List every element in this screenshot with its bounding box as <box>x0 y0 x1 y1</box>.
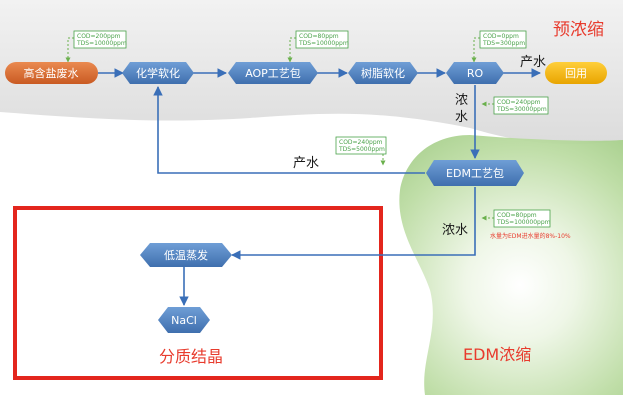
svg-text:COD=80ppm: COD=80ppm <box>497 212 537 219</box>
svg-text:TDS=10000ppm: TDS=10000ppm <box>76 40 127 47</box>
node-reuse[interactable]: 回用 <box>545 62 607 84</box>
svg-text:COD=80ppm: COD=80ppm <box>299 33 339 40</box>
node-edm-package[interactable]: EDM工艺包 <box>426 160 524 186</box>
region-title-edm-concentration: EDM浓缩 <box>463 345 531 364</box>
node-resin-softening[interactable]: 树脂软化 <box>348 62 418 84</box>
note-leaders <box>65 37 494 221</box>
note-aop-quality: COD=80ppm TDS=10000ppm <box>295 30 349 49</box>
svg-text:TDS=5000ppm: TDS=5000ppm <box>338 146 385 153</box>
note-ro-concentrate-quality: COD=240ppm TDS=30000ppm <box>493 96 549 115</box>
main-flow-edges <box>98 68 541 306</box>
node-aop-package[interactable]: AOP工艺包 <box>228 62 318 84</box>
node-low-temp-evaporation[interactable]: 低温蒸发 <box>140 243 232 267</box>
region-title-pre-concentration: 预浓缩 <box>553 20 604 40</box>
label-ro-concentrate-2: 水 <box>455 110 468 125</box>
fractional-crystallization-frame <box>13 206 383 380</box>
svg-text:TDS=10000ppm: TDS=10000ppm <box>298 40 349 47</box>
svg-text:TDS=300ppm: TDS=300ppm <box>482 40 525 47</box>
node-nacl[interactable]: NaCl <box>158 307 210 333</box>
node-resin-softening-label: 树脂软化 <box>361 66 405 80</box>
svg-text:COD=200ppm: COD=200ppm <box>77 33 121 40</box>
note-edm-product-quality: COD=240ppm TDS=5000ppm <box>335 136 387 155</box>
node-ro[interactable]: RO <box>446 62 504 84</box>
note-edm-concentrate-quality: COD=80ppm TDS=100000ppm <box>493 209 551 228</box>
node-edm-package-label: EDM工艺包 <box>446 167 504 180</box>
note-edm-ratio: 水量为EDM进水量的8%-10% <box>490 232 571 240</box>
edge-edm-recycle-to-chem <box>153 86 425 174</box>
node-chemical-softening-label: 化学软化 <box>136 66 180 80</box>
node-reuse-label: 回用 <box>565 67 587 80</box>
label-edm-concentrate: 浓水 <box>442 223 468 238</box>
node-aop-package-label: AOP工艺包 <box>245 67 301 80</box>
svg-text:TDS=30000ppm: TDS=30000ppm <box>496 106 547 113</box>
node-feed[interactable]: 高含盐废水 <box>5 62 98 84</box>
region-title-fractional-crystallization: 分质结晶 <box>159 347 223 366</box>
node-chemical-softening[interactable]: 化学软化 <box>122 62 194 84</box>
node-feed-label: 高含盐废水 <box>24 66 79 80</box>
node-ro-label: RO <box>467 67 484 80</box>
svg-text:COD=240ppm: COD=240ppm <box>339 139 383 146</box>
svg-text:COD=240ppm: COD=240ppm <box>497 99 541 106</box>
node-nacl-label: NaCl <box>171 314 197 327</box>
note-ro-product-quality: COD=0ppm TDS=300ppm <box>479 30 527 49</box>
svg-text:TDS=100000ppm: TDS=100000ppm <box>496 219 551 226</box>
note-feed-quality: COD=200ppm TDS=10000ppm <box>73 30 127 49</box>
label-edm-product-water: 产水 <box>293 156 319 171</box>
edm-concentration-region <box>399 135 623 395</box>
svg-text:COD=0ppm: COD=0ppm <box>483 33 519 40</box>
label-ro-product-water: 产水 <box>520 55 546 70</box>
node-low-temp-evaporation-label: 低温蒸发 <box>164 248 208 262</box>
label-ro-concentrate-1: 浓 <box>455 93 468 108</box>
edge-edm-to-evap <box>231 187 476 260</box>
